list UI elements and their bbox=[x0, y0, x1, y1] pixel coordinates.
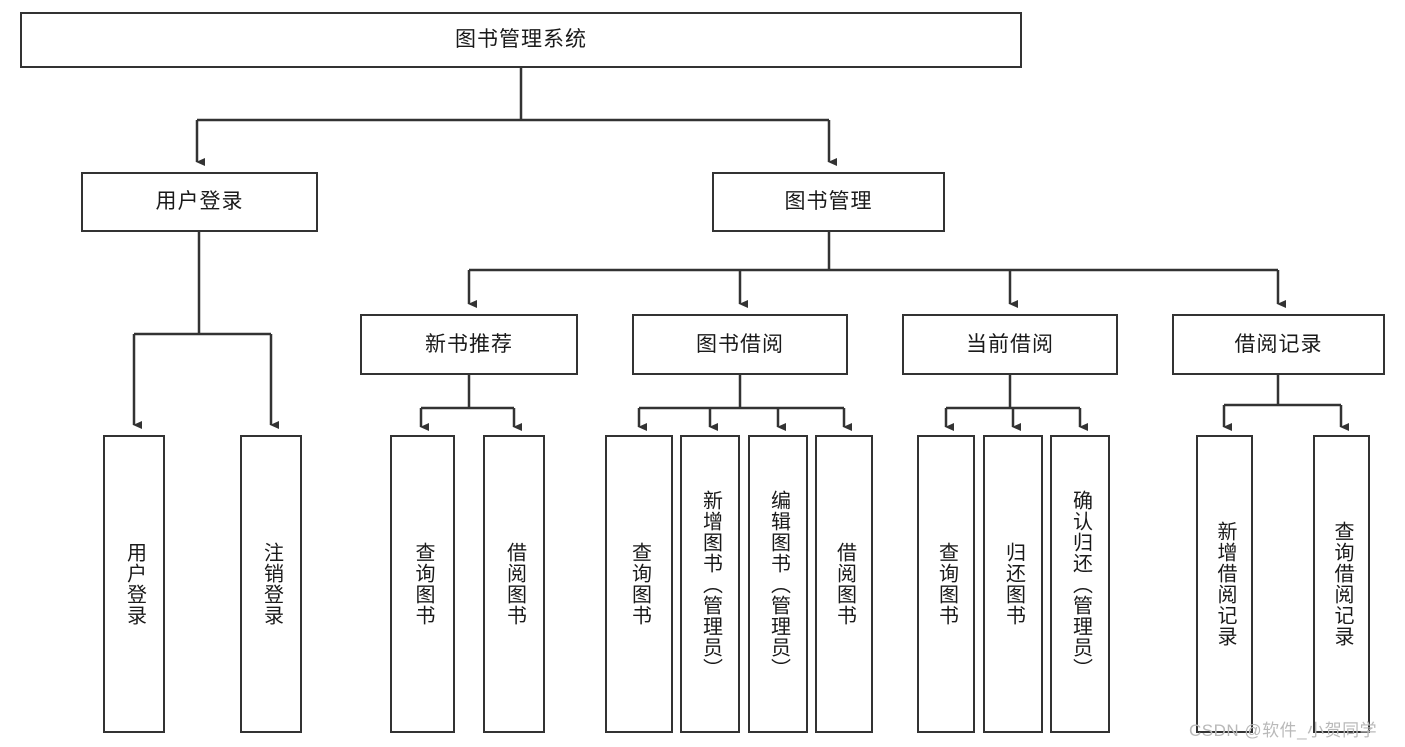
node-leaf-return-book-label: 归还图书 bbox=[1002, 542, 1025, 626]
node-leaf-borrow-book-2[interactable]: 借阅图书 bbox=[815, 435, 873, 733]
node-leaf-add-book-label: 新增图书（管理员） bbox=[699, 489, 722, 679]
node-borrow-record[interactable]: 借阅记录 bbox=[1172, 314, 1385, 375]
node-leaf-borrow-book-1-label: 借阅图书 bbox=[503, 542, 526, 626]
node-leaf-user-login-label: 用户登录 bbox=[123, 542, 146, 626]
node-leaf-query-book-1-label: 查询图书 bbox=[412, 542, 434, 626]
node-leaf-add-book[interactable]: 新增图书（管理员） bbox=[680, 435, 740, 733]
node-leaf-query-book-3[interactable]: 查询图书 bbox=[917, 435, 975, 733]
node-leaf-borrow-book-1[interactable]: 借阅图书 bbox=[483, 435, 545, 733]
node-leaf-query-book-3-label: 查询图书 bbox=[935, 542, 958, 626]
node-leaf-user-login[interactable]: 用户登录 bbox=[103, 435, 165, 733]
node-leaf-query-borrow-record[interactable]: 查询借阅记录 bbox=[1313, 435, 1370, 733]
node-leaf-add-borrow-record[interactable]: 新增借阅记录 bbox=[1196, 435, 1253, 733]
node-leaf-query-book-1[interactable]: 查询图书 bbox=[390, 435, 455, 733]
node-book-management[interactable]: 图书管理 bbox=[712, 172, 945, 232]
node-new-book-recommend[interactable]: 新书推荐 bbox=[360, 314, 578, 375]
node-leaf-edit-book[interactable]: 编辑图书（管理员） bbox=[748, 435, 808, 733]
node-leaf-edit-book-label: 编辑图书（管理员） bbox=[767, 489, 790, 679]
csdn-watermark: CSDN @软件_小贺同学 bbox=[1189, 721, 1378, 740]
node-leaf-query-borrow-record-label: 查询借阅记录 bbox=[1331, 521, 1353, 647]
node-root[interactable]: 图书管理系统 bbox=[20, 12, 1022, 68]
node-leaf-confirm-return-label: 确认归还（管理员） bbox=[1069, 489, 1092, 679]
node-user-login[interactable]: 用户登录 bbox=[81, 172, 318, 232]
node-leaf-query-book-2[interactable]: 查询图书 bbox=[605, 435, 673, 733]
node-new-book-recommend-label: 新书推荐 bbox=[425, 332, 513, 356]
node-borrow-record-label: 借阅记录 bbox=[1234, 332, 1323, 356]
node-book-borrow-label: 图书借阅 bbox=[696, 332, 784, 356]
node-leaf-user-logout-label: 注销登录 bbox=[260, 542, 283, 626]
node-leaf-borrow-book-2-label: 借阅图书 bbox=[833, 542, 856, 626]
node-leaf-return-book[interactable]: 归还图书 bbox=[983, 435, 1043, 733]
node-current-borrow-label: 当前借阅 bbox=[966, 332, 1054, 356]
node-current-borrow[interactable]: 当前借阅 bbox=[902, 314, 1118, 375]
node-root-label: 图书管理系统 bbox=[455, 28, 587, 52]
node-leaf-user-logout[interactable]: 注销登录 bbox=[240, 435, 302, 733]
node-user-login-label: 用户登录 bbox=[155, 190, 244, 214]
node-book-borrow[interactable]: 图书借阅 bbox=[632, 314, 848, 375]
node-book-management-label: 图书管理 bbox=[784, 190, 873, 214]
node-leaf-add-borrow-record-label: 新增借阅记录 bbox=[1214, 521, 1236, 647]
node-leaf-confirm-return[interactable]: 确认归还（管理员） bbox=[1050, 435, 1110, 733]
node-leaf-query-book-2-label: 查询图书 bbox=[628, 542, 651, 626]
